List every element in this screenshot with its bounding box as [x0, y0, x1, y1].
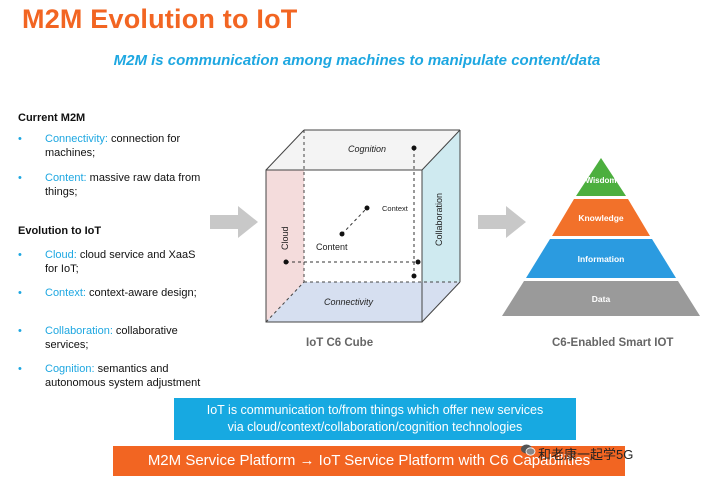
pyramid-label: Information: [578, 254, 625, 264]
cloud-face: [266, 130, 304, 322]
bullet-glyph: •: [18, 325, 22, 337]
cube-caption: IoT C6 Cube: [306, 337, 374, 349]
bullet-glyph: •: [18, 287, 22, 299]
connectivity-label: Connectivity: [324, 297, 374, 307]
item-key: Cognition:: [45, 363, 95, 375]
cloud-label: Cloud: [280, 226, 290, 250]
pyramid-level-knowledge: [552, 199, 650, 236]
summary-line-2: via cloud/context/collaboration/cognitio…: [227, 420, 523, 434]
item-text: semantics and autonomous system adjustme…: [45, 363, 201, 389]
item-key: Collaboration:: [45, 325, 113, 337]
watermark-text: 和老康一起学5G: [538, 447, 634, 462]
current-m2m-heading: Current M2M: [18, 112, 86, 124]
pyramid-level-information: [526, 239, 676, 278]
item-key: Context:: [45, 287, 86, 299]
evolution-iot-list: • Cloud: cloud service and XaaS for IoT;…: [18, 249, 208, 409]
bullet-glyph: •: [18, 363, 22, 375]
summary-box: IoT is communication to/from things whic…: [174, 398, 576, 440]
evolution-iot-heading: Evolution to IoT: [18, 225, 102, 237]
bullet-glyph: •: [18, 133, 22, 145]
cognition-label: Cognition: [348, 144, 386, 154]
item-text: context-aware design;: [85, 287, 197, 299]
bullet-glyph: •: [18, 249, 22, 261]
item-key: Cloud:: [45, 249, 77, 261]
wechat-icon: [521, 444, 536, 456]
summary-line-1: IoT is communication to/from things whic…: [206, 403, 544, 417]
context-label: Context: [382, 204, 409, 213]
pyramid-label: Knowledge: [578, 213, 624, 223]
pyramid-label: Wisdom: [585, 176, 616, 185]
pyramid-level-data: [502, 281, 700, 316]
pyramid-level-wisdom: [576, 158, 626, 196]
item-text: collaborative services;: [45, 325, 178, 351]
arrow-right-icon: [210, 206, 258, 238]
page-title: M2M Evolution to IoT: [22, 4, 298, 34]
item-text: massive raw data from things;: [45, 172, 201, 198]
pyramid-diagram: Wisdom Knowledge Information Data: [502, 158, 700, 316]
c6-cube-diagram: Cognition Context Content Cloud Collabor…: [265, 129, 461, 323]
content-label: Content: [316, 242, 348, 252]
pyramid-label: Data: [592, 294, 611, 304]
item-key: Content:: [45, 172, 87, 184]
current-m2m-list: • Connectivity: connection for machines;…: [18, 133, 208, 203]
item-text: connection for machines;: [45, 133, 181, 159]
connectivity-face: [266, 282, 460, 322]
platform-banner: M2M Service Platform → IoT Service Platf…: [113, 446, 625, 476]
pyramid-caption: C6-Enabled Smart IOT: [552, 337, 674, 349]
collaboration-face: [422, 130, 460, 322]
collaboration-label: Collaboration: [434, 193, 444, 246]
bullet-glyph: •: [18, 172, 22, 184]
page-subtitle: M2M is communication among machines to m…: [113, 52, 601, 69]
item-text: cloud service and XaaS for IoT;: [45, 249, 196, 275]
item-key: Connectivity:: [45, 133, 108, 145]
arrow-right-icon: [478, 206, 526, 238]
